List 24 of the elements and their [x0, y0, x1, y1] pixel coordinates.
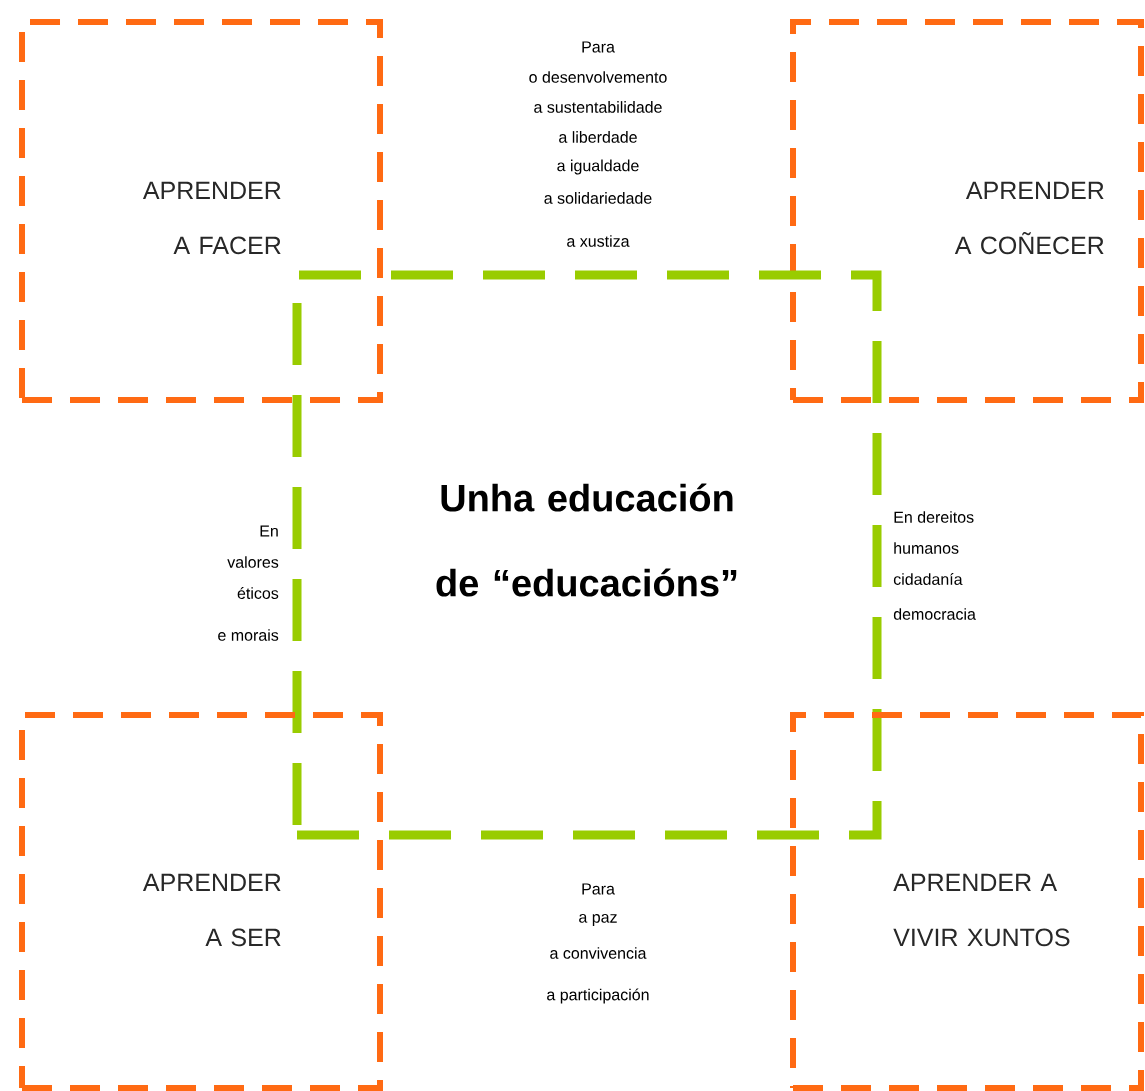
- label-text: En dereitos: [894, 511, 974, 523]
- dashed-box: APRENDER A SER: [19, 712, 383, 1091]
- label-text: éticos: [237, 587, 279, 599]
- label-text: a solidariedade: [544, 192, 652, 204]
- label-text: humanos: [894, 542, 959, 554]
- dashed-box: APRENDER A COÑECER: [790, 19, 1144, 403]
- label-text: valores: [227, 556, 279, 568]
- label-text: a igualdade: [557, 159, 639, 175]
- label-text: a participación: [547, 988, 649, 1004]
- label-text: democracia: [893, 608, 976, 620]
- label-text: En: [260, 525, 278, 537]
- label-text: cidadanía: [893, 573, 963, 585]
- dashed-box: APRENDER A FACER: [19, 19, 383, 403]
- label-text: Para: [582, 883, 615, 895]
- label-text: a liberdade: [559, 131, 637, 143]
- label-text: e morais: [218, 629, 279, 641]
- label-text: a xustiza: [567, 235, 630, 247]
- label-text: a convivencia: [550, 947, 647, 959]
- dashed-box: APRENDER A VIVIR XUNTOS: [790, 712, 1144, 1091]
- label-text: a paz: [579, 914, 617, 926]
- dashed-box: Unha educación de “educacións”: [292, 270, 882, 840]
- label-text: Para: [582, 41, 615, 53]
- label-text: a sustentabilidade: [534, 101, 662, 113]
- label-text: o desenvolvemento: [529, 71, 667, 83]
